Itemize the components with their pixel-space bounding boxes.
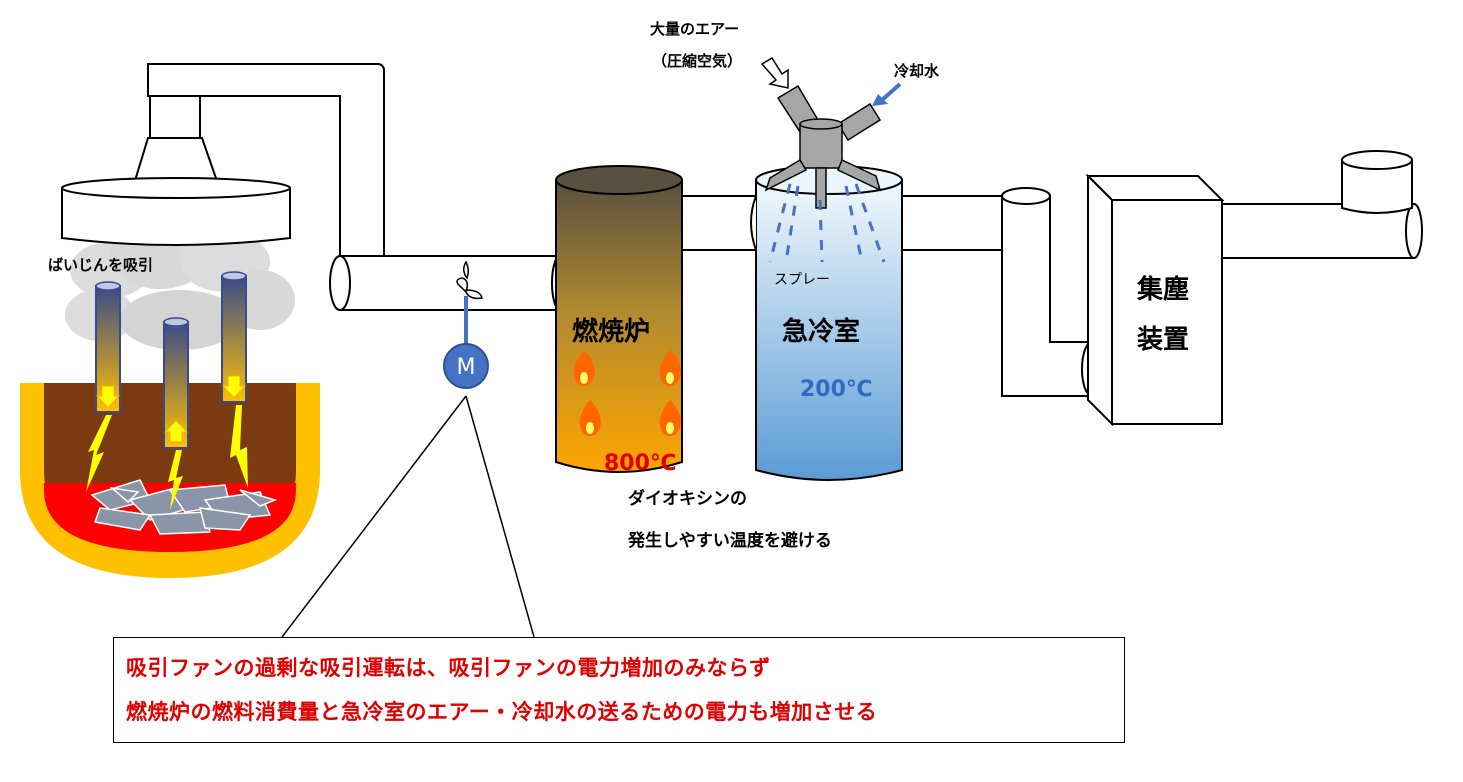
suction-fan-icon	[456, 260, 483, 300]
dioxin-note-line2: 発生しやすい温度を避ける	[627, 530, 832, 551]
suction-hood	[61, 137, 291, 246]
electrode-middle	[163, 317, 189, 449]
dust-suction-label: ばいじんを吸引	[48, 256, 153, 274]
incinerator-temp: 800℃	[604, 451, 677, 476]
incinerator	[555, 165, 767, 473]
spray-label: スプレー	[774, 272, 830, 288]
quench-label: 急冷室	[782, 316, 860, 347]
spray-jets	[768, 183, 886, 263]
spray-nozzle	[764, 84, 882, 209]
water-inlet-arrow-icon	[872, 82, 902, 106]
electrode-right	[221, 271, 247, 403]
cooling-water-label: 冷却水	[894, 62, 940, 80]
arc-lightning	[86, 405, 248, 510]
exhaust-duct	[1221, 150, 1423, 259]
callout-box: 吸引ファンの過剰な吸引運転は、吸引ファンの電力増加のみならず 燃焼炉の燃料消費量…	[113, 637, 1125, 743]
suction-duct	[147, 63, 385, 259]
collector-label-line2: 装置	[1137, 325, 1189, 355]
motor-icon: M	[443, 343, 489, 389]
air-label-line1: 大量のエアー	[650, 20, 739, 38]
air-label-line2: （圧縮空気）	[652, 52, 742, 70]
quench-temp: 200℃	[800, 377, 873, 402]
arc-furnace	[20, 271, 320, 578]
scrap-pile	[90, 479, 278, 535]
fan-duct	[329, 255, 569, 311]
dust-collector	[1085, 173, 1225, 427]
collector-label-line1: 集塵	[1136, 274, 1189, 305]
air-inlet-arrow-icon	[760, 56, 789, 89]
callout-pointer	[281, 395, 535, 638]
electrode-left	[95, 281, 121, 413]
flame-icons	[573, 350, 681, 436]
incinerator-label: 燃焼炉	[572, 317, 650, 347]
quench-chamber	[750, 165, 1005, 481]
callout-line-2: 燃焼炉の燃料消費量と急冷室のエアー・冷却水の送るための電力も増加させる	[126, 700, 878, 724]
callout-line-1: 吸引ファンの過剰な吸引運転は、吸引ファンの電力増加のみならず	[126, 656, 771, 680]
motor-label: M	[457, 355, 476, 380]
dioxin-note-line1: ダイオキシンの	[628, 488, 747, 509]
